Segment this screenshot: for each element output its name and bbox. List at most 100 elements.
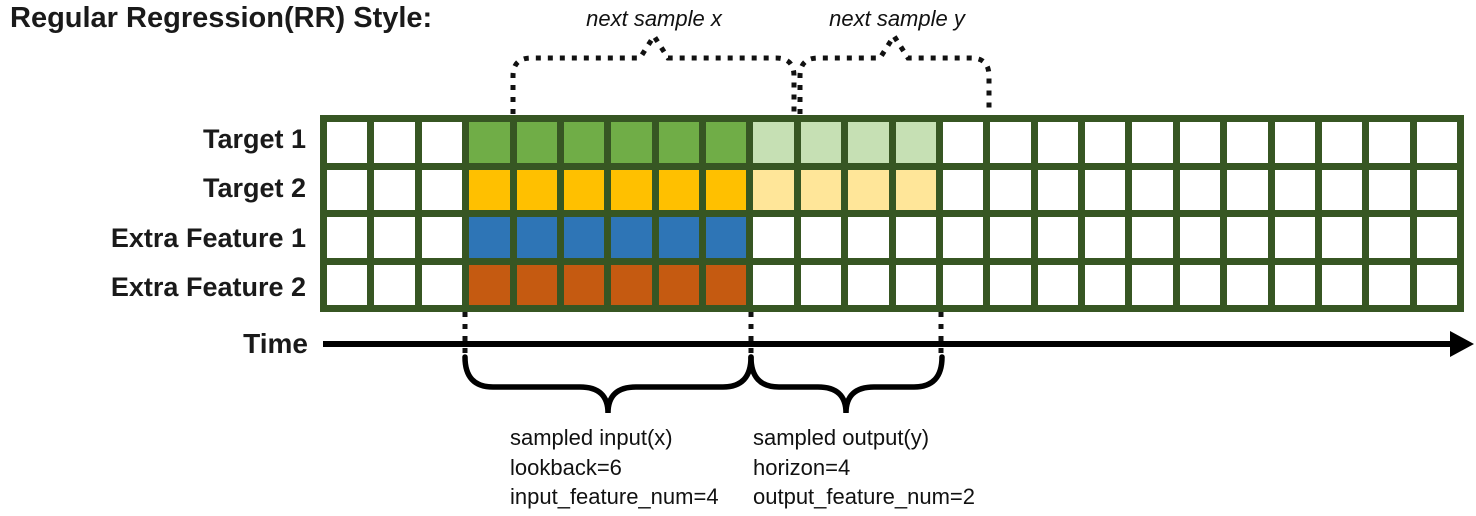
grid-cell [1416, 217, 1457, 258]
grid-cell [374, 217, 415, 258]
output-feature-num-value: output_feature_num=2 [753, 484, 976, 509]
grid-cell [469, 122, 510, 163]
grid-cell [1321, 217, 1363, 258]
grid-cell [611, 169, 652, 210]
grid-cell [706, 169, 747, 210]
grid-cell [1085, 217, 1126, 258]
grid-cell [516, 169, 557, 210]
grid-cell [1227, 122, 1268, 163]
next-sample-x-label: next sample x [586, 6, 722, 31]
grid-cell [990, 217, 1031, 258]
grid-cell [990, 264, 1031, 305]
grid-cell [800, 264, 842, 305]
grid-cell [1321, 122, 1363, 163]
grid-cell [1274, 264, 1315, 305]
grid-cell [895, 169, 936, 210]
grid-cell [706, 217, 747, 258]
grid-cell [1132, 217, 1173, 258]
row-label-target-1: Target 1 [202, 124, 306, 155]
grid-cell [1085, 122, 1126, 163]
grid-cell [1037, 122, 1078, 163]
grid-cell [1416, 122, 1457, 163]
grid-cell [469, 264, 510, 305]
grid-cell [327, 169, 368, 210]
grid-cell [753, 169, 794, 210]
grid-cell [1085, 264, 1126, 305]
grid-cell [1132, 264, 1173, 305]
grid-cell [942, 217, 984, 258]
grid-cell [327, 217, 368, 258]
sampled-input-title: sampled input(x) [510, 425, 673, 450]
grid-cell [1227, 217, 1268, 258]
next-sample-y-label: next sample y [829, 6, 965, 31]
grid-cell [658, 217, 699, 258]
grid-cell [516, 264, 557, 305]
grid-cell [1274, 169, 1315, 210]
time-axis-arrowhead [1450, 331, 1474, 357]
grid-cell [1369, 264, 1410, 305]
grid-cell [327, 122, 368, 163]
sampled-input-brace [462, 354, 754, 414]
grid-cell [611, 122, 652, 163]
grid-cell [1037, 217, 1078, 258]
grid-cell [895, 264, 936, 305]
grid-cell [516, 217, 557, 258]
input-feature-num-value: input_feature_num=4 [510, 484, 719, 509]
grid-cell [1416, 264, 1457, 305]
grid-cell [848, 264, 889, 305]
grid-cell [516, 122, 557, 163]
grid-cell [1132, 169, 1173, 210]
grid-cell [374, 169, 415, 210]
grid-cell [658, 169, 699, 210]
grid-cell [658, 122, 699, 163]
grid-cell [1179, 169, 1221, 210]
grid-cell [800, 122, 842, 163]
grid-cell [469, 169, 510, 210]
row-label-target-2: Target 2 [202, 173, 306, 204]
grid-cell [1227, 169, 1268, 210]
sampled-input-callout: sampled input(x) lookback=6 input_featur… [510, 423, 719, 512]
grid-cell [563, 122, 605, 163]
grid-cell [421, 122, 463, 163]
grid-cell [990, 122, 1031, 163]
grid-cell [1179, 264, 1221, 305]
grid-cell [469, 217, 510, 258]
grid-cell [1085, 169, 1126, 210]
grid-cell [1037, 169, 1078, 210]
grid-cell [1132, 122, 1173, 163]
grid-cell [1179, 217, 1221, 258]
grid-cell [942, 264, 984, 305]
grid-cell [563, 264, 605, 305]
grid-cell [753, 217, 794, 258]
diagram-title: Regular Regression(RR) Style: [10, 2, 433, 34]
grid-cell [942, 169, 984, 210]
grid-cell [800, 169, 842, 210]
grid-cell [942, 122, 984, 163]
grid-cell [611, 264, 652, 305]
grid-cell [611, 217, 652, 258]
grid-cell [1321, 169, 1363, 210]
grid-cell [1416, 169, 1457, 210]
grid-cell [1274, 217, 1315, 258]
next-sample-x-brace [510, 31, 797, 114]
grid-cell [848, 169, 889, 210]
grid-cell [1321, 264, 1363, 305]
grid-cell [753, 122, 794, 163]
grid-cell [895, 122, 936, 163]
grid-cell [374, 122, 415, 163]
lookback-value: lookback=6 [510, 454, 622, 480]
grid-cell [706, 122, 747, 163]
grid-cell [706, 264, 747, 305]
sampled-output-brace [748, 354, 945, 414]
grid-cell [1274, 122, 1315, 163]
grid-cell [753, 264, 794, 305]
grid-cell [848, 217, 889, 258]
sampled-output-title: sampled output(y) [753, 425, 930, 450]
grid-cell [327, 264, 368, 305]
grid-cell [895, 217, 936, 258]
grid-cell [563, 169, 605, 210]
grid-cell [1369, 217, 1410, 258]
next-sample-y-brace [797, 31, 992, 114]
grid-cell [1179, 122, 1221, 163]
